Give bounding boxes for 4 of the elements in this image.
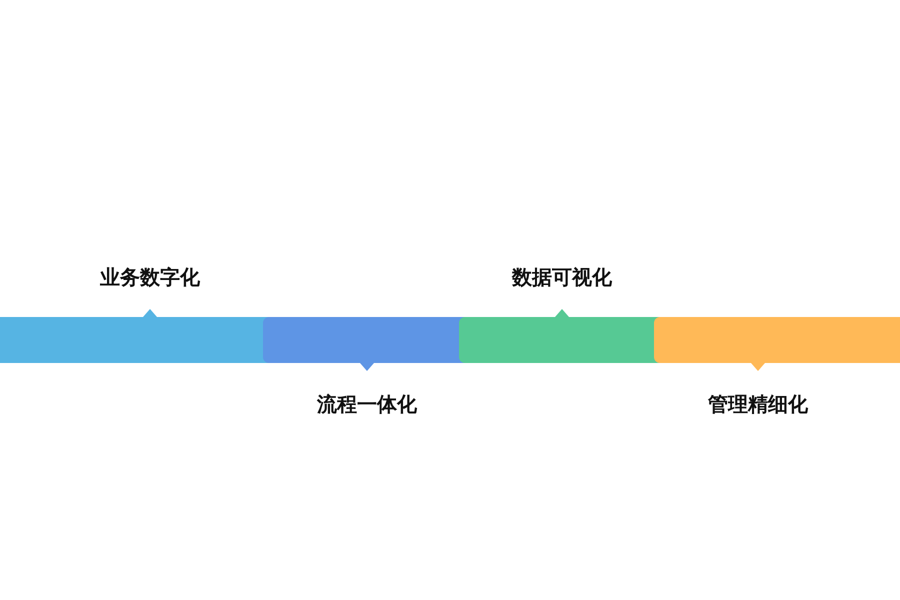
- stage-label: 数据可视化: [512, 265, 612, 289]
- stage-label: 流程一体化: [317, 392, 417, 416]
- stage-label: 管理精细化: [708, 392, 808, 416]
- stage-label: 业务数字化: [100, 265, 200, 289]
